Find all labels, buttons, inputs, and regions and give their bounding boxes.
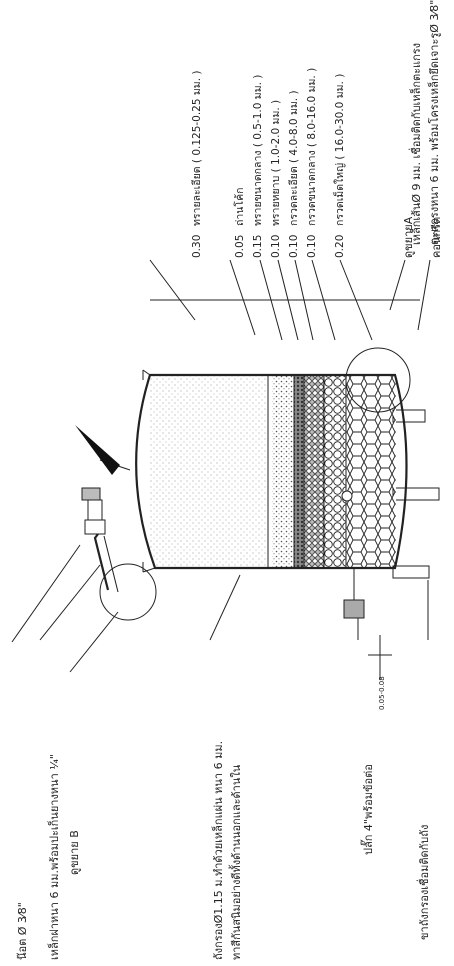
label-concrete: คอนกรีต: [430, 217, 443, 258]
annotation-texts: เหล็กเส้นØ 9 มม. เชื่อมติดกับเหล็กตะแกรง…: [16, 0, 443, 960]
layer-depth-6: 0.10: [306, 235, 318, 258]
layer-text-1: ทรายละเอียด ( 0.125-0.25 มม. ): [190, 70, 203, 226]
label-top-rebar: เหล็กเส้นØ 9 มม. เชื่อมติดกับเหล็กตะแกรง: [408, 43, 423, 245]
layer-depth-5: 0.10: [288, 235, 300, 258]
layer-depth-4: 0.10: [270, 235, 282, 258]
label-pipe: ปลั๊ก 4"พร้อมข้อต่อ: [360, 764, 375, 855]
inflow-arrow-icon: [75, 425, 120, 475]
label-top-grid: ตะแกรงหนา 6 มม. พร้อมโครงเหล็กยึดเจาะรูØ…: [427, 0, 441, 245]
label-lid: เหล็กฝาหนา 6 มม.พร้อมปะเก็นยางหนา ¼": [47, 754, 61, 960]
layer-depth-1: 0.30: [191, 235, 203, 258]
layer-text-3: ทรายขนาดกลาง ( 0.5-1.0 มม. ): [252, 75, 264, 226]
detail-a-circle: [345, 347, 411, 413]
label-bolt: น๊อต Ø 3⁄8": [16, 902, 29, 960]
layer-depth-3: 0.15: [252, 235, 264, 258]
label-detail-a: ดูขยายA: [402, 216, 415, 258]
label-detail-b: ดูขยาย B: [68, 830, 81, 875]
label-tank-1: ถังกรองØ1.15 ม.ทำด้วยเหล็กแผ่น หนา 6 มม.: [211, 741, 225, 960]
layer-list: 0.30 ทรายละเอียด ( 0.125-0.25 มม. ) 0.05…: [190, 68, 346, 258]
layer-leaders: [149, 259, 431, 341]
layer-depth-2: 0.05: [234, 235, 246, 258]
left-leaders: [11, 544, 429, 680]
layer-text-5: กรวดละเอียด ( 4.0-8.0 มม. ): [287, 90, 300, 226]
label-gap: 0.05-0.08: [378, 676, 386, 710]
layer-text-6: กรวดขนาดกลาง ( 8.0-16.0 มม. ): [306, 68, 318, 226]
layer-text-7: กรวดเม็ดใหญ่ ( 16.0-30.0 มม. ): [332, 74, 346, 226]
label-tank-2: ทาสีกันสนิมอย่างดีทั้งด้านนอกและด้านใน: [228, 764, 243, 960]
filter-media: [150, 375, 396, 568]
layer-text-2: ถ่านโค้ก: [233, 188, 246, 226]
tank-shell: [81, 369, 408, 619]
label-legs: ขาถังกรองเชื่อมติดกับถัง: [416, 825, 431, 940]
layer-depth-7: 0.20: [334, 235, 346, 258]
tank-legs: [392, 409, 440, 579]
detail-b-circle: [99, 563, 157, 621]
layer-text-4: ทรายหยาบ ( 1.0-2.0 มม. ): [270, 100, 282, 226]
